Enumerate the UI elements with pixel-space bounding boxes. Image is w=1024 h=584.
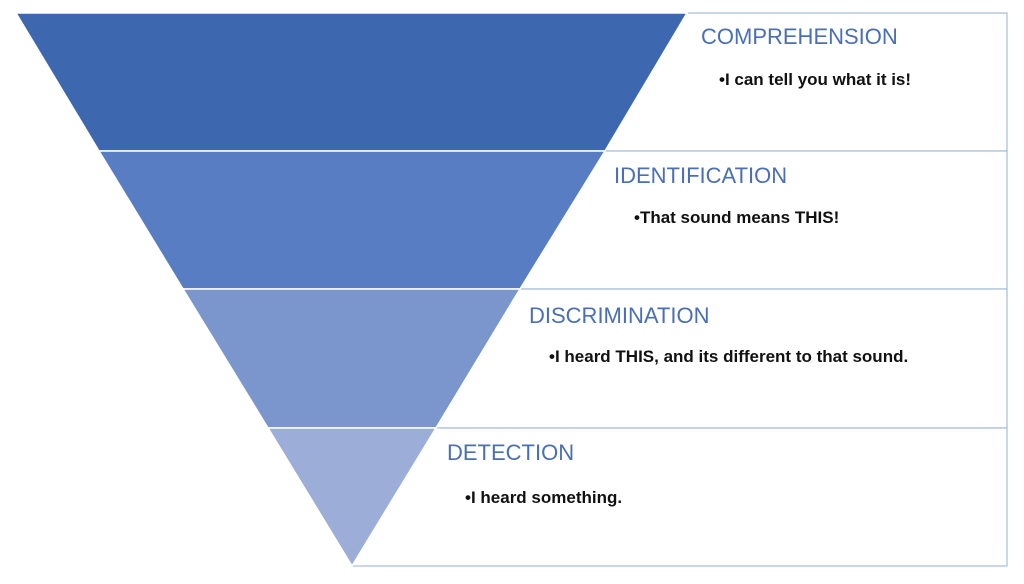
level-title-discrimination: DISCRIMINATION xyxy=(529,303,709,328)
bullet-icon: • xyxy=(549,347,555,366)
bullet-icon: • xyxy=(465,488,471,507)
level-desc-discrimination: •I heard THIS, and its different to that… xyxy=(549,347,908,366)
pyramid-slice-comprehension xyxy=(14,12,689,152)
pyramid-slice-identification xyxy=(97,150,607,290)
level-title-comprehension: COMPREHENSION xyxy=(701,24,898,49)
level-desc-detection: •I heard something. xyxy=(465,488,622,507)
bullet-icon: • xyxy=(634,208,640,227)
level-title-detection: DETECTION xyxy=(447,440,574,465)
level-desc-comprehension: •I can tell you what it is! xyxy=(719,70,911,89)
level-desc-identification: •That sound means THIS! xyxy=(634,208,839,227)
pyramid-slice-detection xyxy=(266,427,438,568)
bullet-icon: • xyxy=(719,70,725,89)
level-title-identification: IDENTIFICATION xyxy=(614,163,787,188)
